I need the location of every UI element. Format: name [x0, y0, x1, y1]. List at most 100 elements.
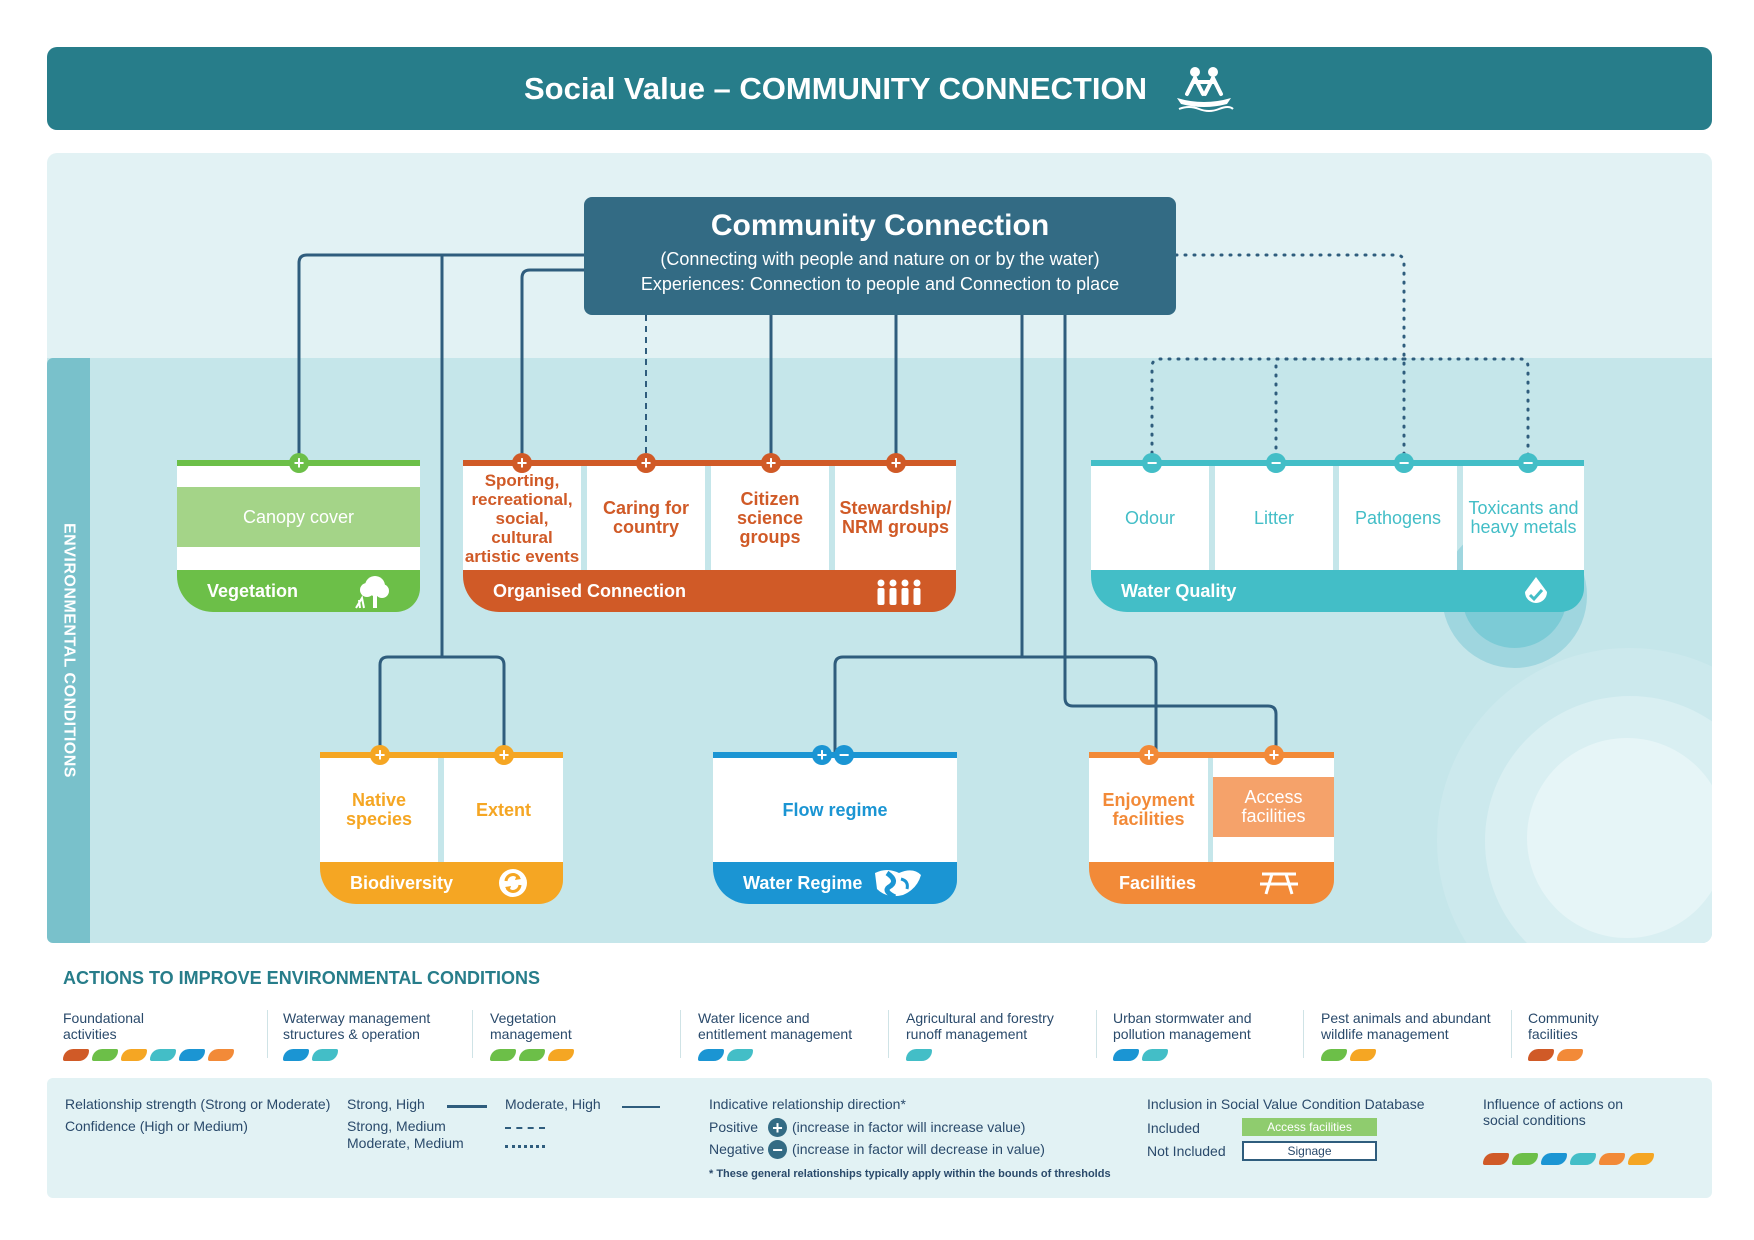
sidebar-label: ENVIRONMENTAL CONDITIONS — [60, 523, 78, 778]
litter-box: Litter — [1215, 466, 1333, 570]
action-water-licence: Water licence and entitlement management — [698, 1010, 888, 1064]
access-facilities-box: Access facilities — [1213, 777, 1334, 837]
native-species-box: Native species — [320, 758, 438, 862]
leaf-marker — [1528, 1049, 1554, 1061]
legend-positive-desc: (increase in factor will increase value) — [792, 1119, 1026, 1135]
picnic-table-icon — [1260, 872, 1298, 895]
water-quality-group: Odour Litter Pathogens Toxicants and hea… — [1091, 460, 1584, 612]
leaf-marker — [1113, 1049, 1139, 1061]
legend-influence-leaves — [1483, 1152, 1657, 1170]
enjoyment-facilities-box: Enjoyment facilities — [1089, 758, 1208, 862]
organised-connection-group: Sporting, recreational, social, cultural… — [463, 460, 956, 612]
biodiversity-band: Biodiversity — [320, 862, 563, 904]
legend-negative: Negative — [709, 1141, 765, 1157]
water-regime-group: Flow regime Water Regime — [713, 752, 957, 904]
plus-node-enjoyment: + — [1139, 745, 1159, 765]
legend-dashed-line — [505, 1127, 545, 1129]
stewardship-box: Stewardship/ NRM groups — [835, 466, 956, 570]
legend-strength-label: Relationship strength (Strong or Moderat… — [65, 1096, 331, 1112]
leaf-marker — [92, 1049, 118, 1061]
action-vegetation: Vegetation management — [490, 1010, 680, 1064]
leaf-marker — [490, 1049, 516, 1061]
line-to-access-facilities — [1063, 315, 1278, 752]
sporting-events-box: Sporting, recreational, social, cultural… — [463, 466, 581, 570]
minus-node-odour: − — [1142, 453, 1162, 473]
legend-moderate-high: Moderate, High — [505, 1096, 601, 1112]
leaf-marker — [906, 1049, 932, 1061]
central-title: Community Connection — [710, 209, 1050, 242]
plus-node-flow-regime: + — [812, 745, 832, 765]
people-group-icon — [877, 579, 921, 605]
vegetation-band-label: Vegetation — [207, 580, 299, 601]
plus-node-extent: + — [494, 745, 514, 765]
leaf-marker — [1142, 1049, 1168, 1061]
legend-moderate-high-line — [622, 1106, 660, 1108]
plus-node-canopy: + — [289, 453, 309, 473]
leaf-marker — [519, 1049, 545, 1061]
central-subtitle: (Connecting with people and nature on or… — [660, 249, 1100, 269]
biodiversity-group: Native species Extent Biodiversity — [320, 752, 563, 904]
canopy-cover-box: Canopy cover — [177, 487, 420, 547]
legend-negative-desc: (increase in factor will decrease in val… — [792, 1141, 1045, 1157]
minus-node-litter: − — [1266, 453, 1286, 473]
organised-connection-band-label: Organised Connection — [493, 580, 687, 601]
leaf-marker — [121, 1049, 147, 1061]
actions-list: Foundational activities Waterway managem… — [63, 1010, 1713, 1072]
leaf-marker — [1321, 1049, 1347, 1061]
citizen-science-box: Citizen science groups — [711, 466, 829, 570]
facilities-band-label: Facilities — [1119, 872, 1197, 893]
leaf-marker — [698, 1049, 724, 1061]
legend-confidence-label: Confidence (High or Medium) — [65, 1118, 248, 1134]
extent-box: Extent — [444, 758, 563, 862]
legend-included: Included — [1147, 1120, 1200, 1136]
actions-heading: ACTIONS TO IMPROVE ENVIRONMENTAL CONDITI… — [63, 968, 541, 988]
plus-node-caring: + — [636, 453, 656, 473]
influence-leaf-marker — [1512, 1153, 1538, 1165]
legend-inclusion-title: Inclusion in Social Value Condition Data… — [1147, 1096, 1425, 1112]
influence-leaf-marker — [1570, 1153, 1596, 1165]
plus-node-access: + — [1264, 745, 1284, 765]
facilities-group: Enjoyment facilities Access facilities F… — [1089, 752, 1334, 904]
leaf-marker — [150, 1049, 176, 1061]
page-title: Social Value – COMMUNITY CONNECTION — [524, 70, 1147, 106]
action-agricultural: Agricultural and forestry runoff managem… — [906, 1010, 1096, 1064]
tree-icon — [355, 576, 389, 609]
minus-node-flow-regime: − — [834, 745, 854, 765]
water-regime-band: Water Regime — [713, 862, 957, 904]
action-waterway: Waterway management structures & operati… — [283, 1010, 473, 1064]
flow-regime-box: Flow regime — [713, 758, 957, 862]
legend-strong-medium: Strong, Medium — [347, 1118, 446, 1134]
legend-strong-high: Strong, High — [347, 1096, 425, 1112]
organised-connection-band: Organised Connection — [463, 570, 956, 612]
influence-leaf-marker — [1483, 1153, 1509, 1165]
people-on-water-icon — [1176, 66, 1234, 112]
legend-included-example: Access facilities — [1242, 1118, 1377, 1136]
leaf-marker — [63, 1049, 89, 1061]
leaf-marker — [283, 1049, 309, 1061]
dotted-line-to-water-quality — [1174, 253, 1406, 462]
caring-for-country-box: Caring for country — [587, 466, 705, 570]
legend-not-included: Not Included — [1147, 1143, 1226, 1159]
legend-panel: Relationship strength (Strong or Moderat… — [47, 1078, 1712, 1198]
water-quality-band: Water Quality — [1091, 570, 1584, 612]
legend-direction-title: Indicative relationship direction* — [709, 1096, 906, 1112]
leaf-marker — [312, 1049, 338, 1061]
leaf-marker — [1557, 1049, 1583, 1061]
toxicants-box: Toxicants and heavy metals — [1463, 466, 1584, 570]
central-experiences: Experiences: Connection to people and Co… — [640, 274, 1120, 294]
vegetation-band: Vegetation — [177, 570, 420, 612]
plus-node-citizen: + — [761, 453, 781, 473]
line-to-vegetation — [297, 253, 584, 460]
leaf-marker — [208, 1049, 234, 1061]
plus-node-sporting: + — [512, 453, 532, 473]
leaf-marker — [1350, 1049, 1376, 1061]
influence-leaf-marker — [1541, 1153, 1567, 1165]
action-community-facilities: Community facilities — [1528, 1010, 1678, 1064]
legend-footnote: * These general relationships typically … — [709, 1168, 1111, 1180]
legend-not-included-example: Signage — [1242, 1141, 1377, 1161]
action-foundational: Foundational activities — [63, 1010, 263, 1064]
leaf-marker — [548, 1049, 574, 1061]
legend-moderate-medium: Moderate, Medium — [347, 1135, 464, 1151]
odour-box: Odour — [1091, 466, 1209, 570]
vegetation-group: Canopy cover Vegetation — [177, 460, 420, 612]
